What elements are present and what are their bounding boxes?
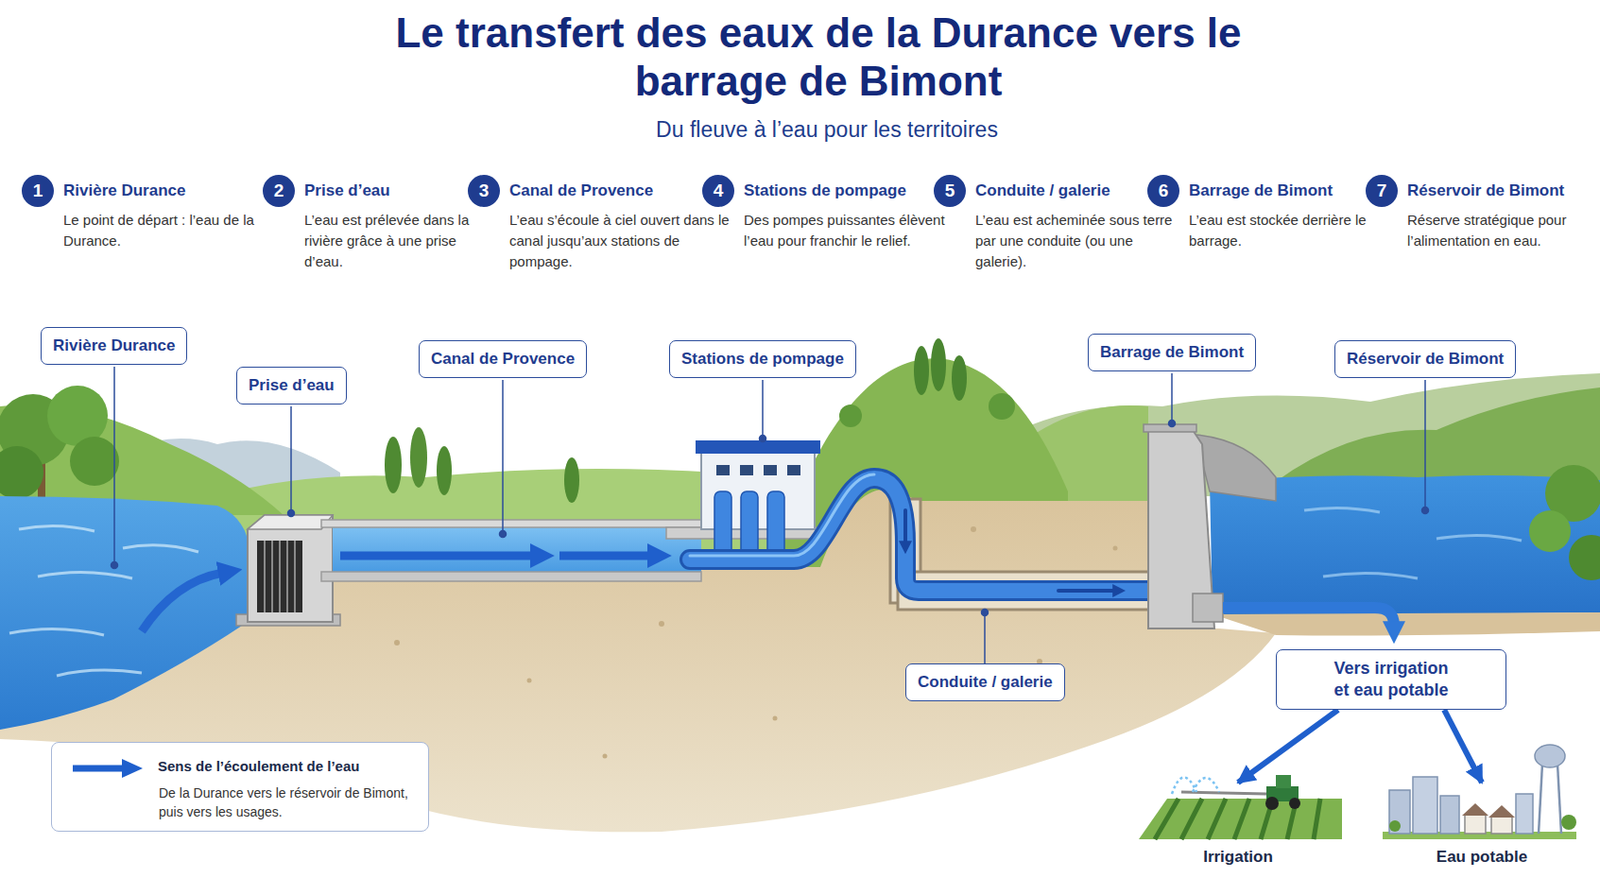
callout-box: Réservoir de Bimont <box>1334 340 1516 379</box>
box-label: Vers irrigation et eau potable <box>1328 657 1454 702</box>
diagram-subtitle: Du fleuve à l’eau pour les territoires <box>496 117 1158 143</box>
flow-arrow <box>141 572 224 632</box>
step-heading: Conduite / galerie <box>975 174 1142 207</box>
step-heading: Stations de pompage <box>743 174 929 207</box>
callout-number: 3 <box>467 174 500 207</box>
usage-figure: Eau potable <box>1382 782 1582 868</box>
callout-number: 1 <box>21 174 54 207</box>
callout-label: Prise d’eau <box>248 375 335 396</box>
callout-label: Rivière Durance <box>52 335 175 357</box>
callout-label: Barrage de Bimont <box>1100 342 1244 363</box>
ground-section <box>0 489 1276 832</box>
canal <box>321 519 702 582</box>
outlet-pipe <box>1222 607 1394 626</box>
callout-label: Canal de Provence <box>430 348 575 370</box>
step-description: L’eau s’écoule à ciel ouvert dans le can… <box>509 209 731 273</box>
step-heading: Canal de Provence <box>509 174 697 207</box>
step-heading: Prise d’eau <box>304 174 463 207</box>
city-icon <box>1382 744 1577 840</box>
callout-number: 5 <box>933 174 966 207</box>
step-item: 6Barrage de BimontL’eau est stockée derr… <box>1147 174 1394 252</box>
figure-caption: Eau potable <box>1436 846 1528 868</box>
callout-box: Stations de pompage <box>669 340 857 379</box>
step-heading: Barrage de Bimont <box>1188 174 1360 207</box>
flow-connector <box>1238 709 1339 783</box>
process-box: Vers irrigation et eau potable <box>1275 649 1507 710</box>
intake-structure <box>236 515 341 626</box>
legend-description: De la Durance vers le réservoir de Bimon… <box>158 783 426 822</box>
step-item: 4Stations de pompageDes pompes puissante… <box>702 174 963 252</box>
callout-box: Canal de Provence <box>418 340 587 379</box>
callout-box: Barrage de Bimont <box>1087 333 1256 372</box>
step-item: 1 Rivière DuranceLe point de départ : l’e… <box>21 174 292 252</box>
callout-number: 2 <box>262 174 295 207</box>
callout-label: Stations de pompage <box>681 348 844 370</box>
step-item: 2 Prise d’eauL’eau est prélevée dans la r… <box>262 174 497 273</box>
legend-label: Sens de l’écoulement de l’eau <box>157 756 360 777</box>
callout-number: 7 <box>1365 174 1398 207</box>
step-description: L’eau est acheminée sous terre par une c… <box>975 209 1176 273</box>
callout-box: Prise d’eau <box>236 366 347 405</box>
step-item: 5 Conduite / galerieL’eau est acheminée s… <box>933 174 1176 273</box>
step-heading: Réservoir de Bimont <box>1407 174 1591 207</box>
pumping-station <box>666 440 823 558</box>
callout-label: Conduite / galerie <box>917 671 1053 693</box>
main-pipe <box>689 474 1163 591</box>
dam <box>1143 424 1276 629</box>
usage-figure: Irrigation <box>1131 782 1345 868</box>
river <box>0 496 248 730</box>
legend-arrow <box>70 756 145 780</box>
step-item: 3 Canal de ProvenceL’eau s’écoule à ciel … <box>467 174 731 273</box>
irrigation-icon <box>1138 774 1342 840</box>
leader-lines <box>111 366 1429 664</box>
step-description: Réserve stratégique pour l’alimentation … <box>1407 209 1591 252</box>
flow-connector <box>1444 709 1482 783</box>
callout-box: Rivière Durance <box>40 326 188 365</box>
callout-box: Conduite / galerie <box>905 663 1066 702</box>
step-description: Des pompes puissantes élèvent l’eau pour… <box>743 209 963 252</box>
callout-number: 4 <box>702 174 735 207</box>
step-description: L’eau est prélevée dans la rivière grâce… <box>304 209 497 273</box>
callout-label: Réservoir de Bimont <box>1346 348 1504 370</box>
callout-number: 6 <box>1147 174 1180 207</box>
step-item: 7 Réservoir de BimontRéserve stratégique … <box>1365 174 1591 252</box>
diagram-title: Le transfert des eaux de la Durance vers… <box>369 9 1268 105</box>
figure-caption: Irrigation <box>1203 846 1274 868</box>
step-description: Le point de départ : l’eau de la Durance… <box>63 209 292 252</box>
step-description: L’eau est stockée derrière le barrage. <box>1188 209 1394 252</box>
step-heading: Rivière Durance <box>63 174 258 207</box>
